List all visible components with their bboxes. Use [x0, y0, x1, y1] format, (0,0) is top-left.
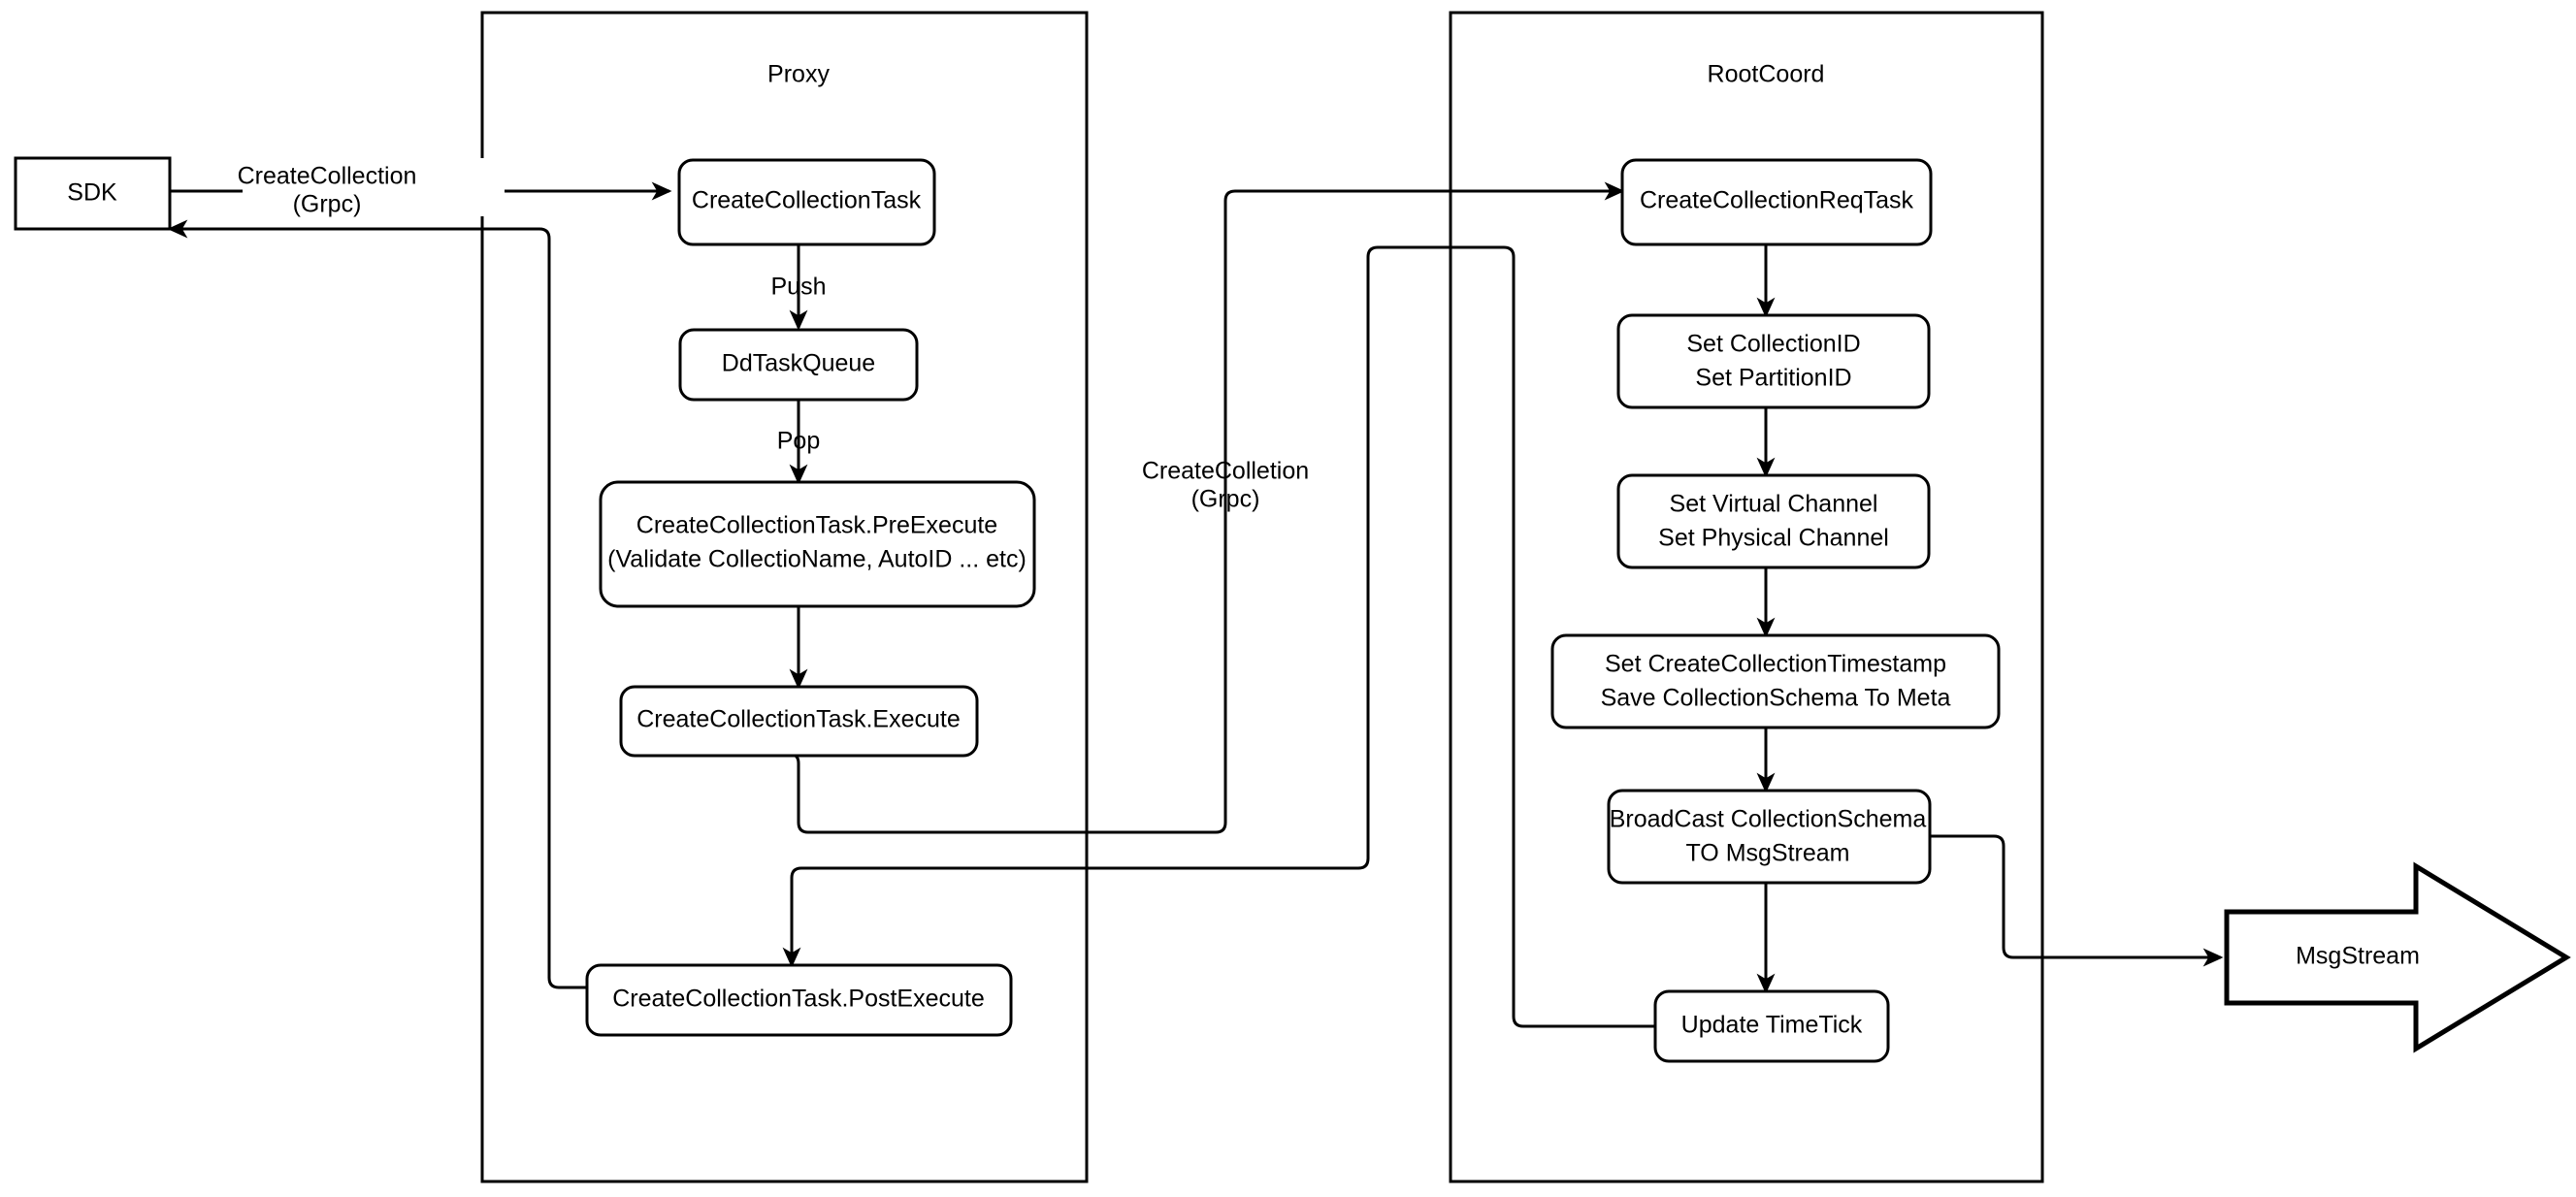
node-set-meta[interactable]	[1550, 633, 2001, 729]
node-create-collection-req-task[interactable]	[1620, 158, 1933, 246]
node-pre-execute-label-line1: CreateCollectionTask.PreExecute	[636, 512, 997, 539]
node-pre-execute-label-line2: (Validate CollectioName, AutoID ... etc)	[607, 546, 1027, 573]
node-broadcast-label-line2: TO MsgStream	[1685, 840, 1849, 867]
node-set-channels-label-line2: Set Physical Channel	[1658, 525, 1889, 552]
node-create-collection-task[interactable]	[677, 158, 936, 246]
node-dd-task-queue-label: DdTaskQueue	[722, 350, 875, 377]
node-set-ids[interactable]	[1616, 313, 1931, 409]
edge-label-createcollection-grpc-line2: (Grpc)	[293, 191, 362, 218]
node-set-meta-label-line2: Save CollectionSchema To Meta	[1601, 685, 1951, 712]
edge-broadcast-to-msgstream	[1930, 834, 2224, 967]
node-update-timetick-label: Update TimeTick	[1681, 1012, 1863, 1039]
node-msgstream-label: MsgStream	[2296, 943, 2420, 970]
node-set-meta-label-line1: Set CreateCollectionTimestamp	[1605, 651, 1946, 678]
node-create-collection-req-task-label: CreateCollectionReqTask	[1640, 187, 1914, 214]
edge-label-backdrop	[243, 158, 505, 216]
node-sdk-label: SDK	[67, 179, 117, 207]
node-msgstream[interactable]	[2224, 861, 2571, 1053]
node-broadcast-label-line1: BroadCast CollectionSchema	[1610, 806, 1927, 833]
container-proxy	[480, 11, 1089, 1183]
edge-label-createcolletion-grpc-line1: CreateColletion	[1142, 458, 1309, 485]
edge-label-pop: Pop	[777, 428, 820, 455]
node-sdk[interactable]	[14, 156, 172, 231]
edge-execute-to-reqtask	[787, 181, 1625, 834]
node-set-channels-label-line1: Set Virtual Channel	[1670, 491, 1878, 518]
edge-timetick-to-postexecute	[782, 245, 1655, 1028]
edge-label-push: Push	[771, 274, 827, 301]
edge-label-createcolletion-grpc-line2: (Grpc)	[1191, 486, 1260, 513]
node-execute[interactable]	[619, 685, 979, 758]
container-rootcoord	[1449, 11, 2044, 1183]
node-set-channels[interactable]	[1616, 473, 1931, 569]
edge-postexecute-to-sdk	[167, 219, 587, 989]
node-set-ids-label-line2: Set PartitionID	[1695, 365, 1851, 392]
node-set-ids-label-line1: Set CollectionID	[1686, 331, 1860, 358]
edge-label-createcollection-grpc-line1: CreateCollection	[238, 163, 417, 190]
node-execute-label: CreateCollectionTask.Execute	[636, 706, 961, 733]
container-rootcoord-title: RootCoord	[1708, 61, 1825, 88]
node-pre-execute[interactable]	[599, 480, 1036, 608]
container-proxy-title: Proxy	[767, 61, 830, 88]
node-create-collection-task-label: CreateCollectionTask	[692, 187, 922, 214]
node-dd-task-queue[interactable]	[678, 328, 919, 402]
node-update-timetick[interactable]	[1653, 989, 1890, 1063]
node-broadcast[interactable]	[1607, 789, 1932, 885]
node-post-execute[interactable]	[585, 963, 1013, 1037]
node-post-execute-label: CreateCollectionTask.PostExecute	[612, 986, 985, 1013]
